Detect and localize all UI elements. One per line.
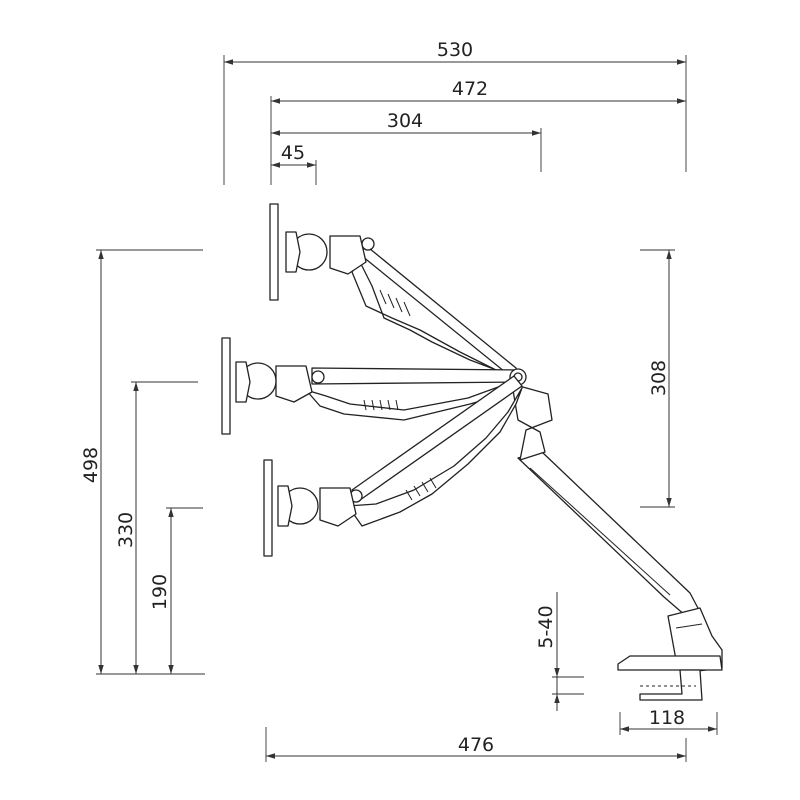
- arm-middle-position: [221, 337, 527, 435]
- dimension-330-label: 330: [115, 512, 137, 548]
- dimension-330: 330: [115, 381, 198, 674]
- dimension-118: 118: [619, 707, 718, 735]
- dimension-472-label: 472: [452, 78, 488, 100]
- dimension-530: 530: [223, 39, 687, 185]
- mount-base: [511, 383, 723, 701]
- dimension-118-label: 118: [649, 707, 685, 729]
- dimension-45-label: 45: [281, 142, 305, 164]
- dimension-476-label: 476: [458, 734, 494, 756]
- dimension-472: 472: [270, 78, 686, 185]
- dimension-304-label: 304: [387, 110, 423, 132]
- dimension-190-label: 190: [149, 574, 171, 610]
- dimension-498: 498: [80, 249, 205, 675]
- dimension-45: 45: [271, 142, 317, 185]
- dimension-190: 190: [149, 507, 203, 674]
- arm-top-position: [269, 203, 525, 387]
- dimension-308: 308: [640, 249, 675, 508]
- dimension-308-label: 308: [648, 360, 670, 396]
- dimension-530-label: 530: [437, 39, 473, 61]
- arm-bottom-position: [263, 375, 523, 557]
- dimension-5-40-label: 5-40: [535, 605, 557, 648]
- dimension-476: 476: [265, 727, 687, 762]
- dimension-304: 304: [271, 110, 542, 172]
- dimension-498-label: 498: [80, 447, 102, 483]
- dimension-desk-thickness: 5-40: [535, 592, 584, 711]
